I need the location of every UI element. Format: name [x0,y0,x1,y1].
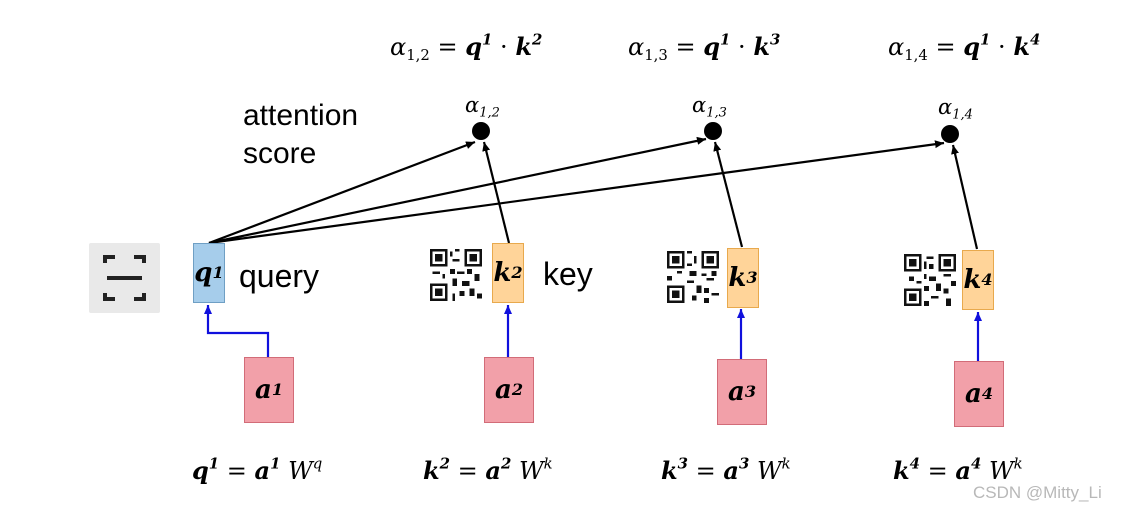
attention-label-line2: score [243,137,317,170]
query-label: query [239,258,320,294]
watermark: CSDN @Mitty_Li [973,483,1102,502]
qr-code-glyph-2 [667,251,719,303]
qr-code-icon-1[interactable] [430,249,482,301]
score-node-1-4 [941,125,959,143]
scan-frame-icon[interactable] [89,243,160,313]
score-label-1-4: α1,4 [938,95,973,123]
qr-code-icon-2[interactable] [667,251,719,303]
arrow-k2-to-score-1-2 [482,141,511,244]
arrow-q1-to-score-1-3 [208,136,707,245]
score-node-1-3 [704,122,722,140]
arrow-k3-to-score-1-3 [713,141,744,248]
arrow-q1-to-score-1-2 [208,140,476,245]
arrow-a1-to-q1 [204,305,270,357]
attention-label-line1: attention [243,99,359,132]
equation-q1: q1 = a1 Wq [192,454,323,485]
equation-alpha-1-4: α1,4 = q1 · k4 [888,30,1041,65]
score-label-1-2: α1,2 [465,93,500,121]
equation-k3: k3 = a3 Wk [661,454,791,485]
score-node-1-2 [472,122,490,140]
score-label-1-3: α1,3 [692,93,727,121]
arrow-k4-to-score-1-4 [951,144,979,250]
qr-code-glyph-3 [904,254,956,306]
qr-code-icon-3[interactable] [904,254,956,306]
key-label: key [543,256,593,292]
qr-code-glyph-1 [430,249,482,301]
attention-score-label: attention score [243,97,358,173]
equation-k4: k4 = a4 Wk [893,454,1023,485]
arrow-q1-to-score-1-4 [208,140,945,245]
equation-k2: k2 = a2 Wk [423,454,553,485]
scan-frame-glyph [103,255,146,301]
equation-alpha-1-2: α1,2 = q1 · k2 [390,30,543,65]
equation-alpha-1-3: α1,3 = q1 · k3 [628,30,781,65]
